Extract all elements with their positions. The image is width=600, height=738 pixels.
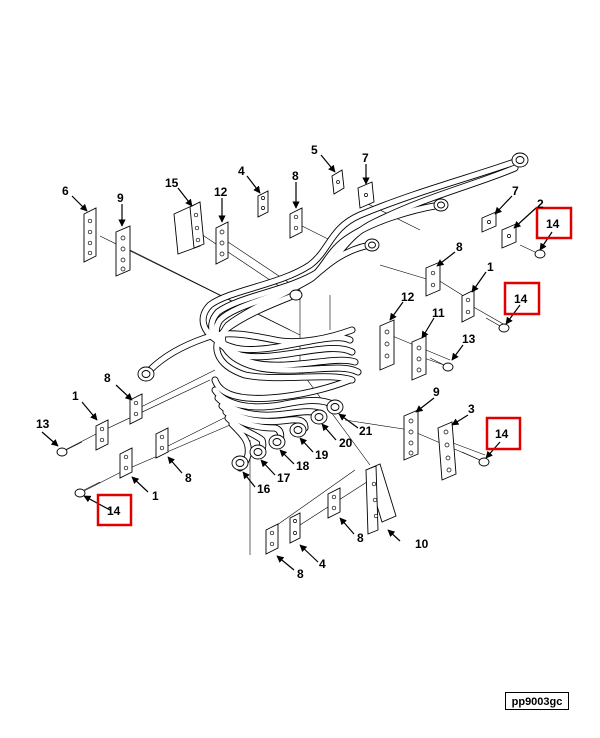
callout-8-top: 8 — [292, 169, 299, 183]
callout-12-right: 12 — [401, 290, 415, 304]
callout-12-left: 12 — [214, 185, 228, 199]
callout-1-right: 1 — [487, 260, 494, 274]
clamp-1-left-top — [95, 419, 109, 451]
callout-16: 16 — [257, 482, 271, 496]
fitting-mid — [364, 238, 380, 252]
clamp-1-right — [461, 289, 475, 323]
bracket-6 — [83, 207, 97, 263]
bolt-14-top-right — [519, 244, 546, 259]
clamp-8-left-top — [129, 393, 143, 425]
clamps — [83, 169, 517, 555]
callout-8-bottom-mid: 8 — [357, 531, 364, 545]
highlight-box-14-left — [96, 493, 133, 527]
fitting-19 — [289, 422, 307, 438]
callout-11: 11 — [432, 306, 445, 320]
callout-8-left-top: 8 — [104, 371, 111, 385]
callout-6: 6 — [62, 184, 69, 198]
fitting-left — [137, 366, 155, 382]
fitting-16 — [231, 455, 249, 471]
bolt-13-right — [429, 357, 454, 372]
clamp-12-left — [215, 221, 229, 265]
callout-4-top: 4 — [238, 164, 245, 178]
bolt-14-lower-right — [461, 451, 490, 467]
callout-7-right: 7 — [512, 184, 519, 198]
callout-19: 19 — [315, 448, 329, 462]
callout-3: 3 — [468, 402, 475, 416]
callout-1-left-top: 1 — [72, 389, 79, 403]
callout-21: 21 — [359, 424, 373, 438]
callout-9-left: 9 — [117, 191, 124, 205]
leader-lines — [41, 154, 553, 571]
clamp-9-left — [115, 225, 131, 277]
callout-15: 15 — [165, 176, 179, 190]
callout-1-left-bottom: 1 — [152, 489, 159, 503]
callout-14-upper-right: 14 — [514, 292, 528, 306]
clamp-8-bottom — [265, 523, 279, 555]
clamp-8-left-mid — [155, 427, 169, 459]
callout-5: 5 — [311, 143, 318, 157]
fasteners — [56, 244, 546, 498]
callout-4-bottom: 4 — [319, 557, 326, 571]
clamp-1-left-bottom — [119, 447, 133, 479]
bolt-14-left — [74, 481, 101, 498]
callout-13-right: 13 — [462, 332, 476, 346]
callout-9-right: 9 — [433, 385, 440, 399]
bolt-14-upper-right — [485, 317, 510, 333]
highlight-box-14-upper-right — [503, 281, 541, 316]
callout-10: 10 — [415, 537, 429, 551]
callout-8-bottom: 8 — [297, 567, 304, 581]
fitting-21 — [326, 399, 344, 415]
figure-id-label: pp9003gc — [505, 692, 569, 710]
clamp-4-bottom — [289, 512, 301, 544]
highlight-boxes — [96, 206, 573, 527]
clamp-9-right — [403, 409, 419, 461]
callout-8-right: 8 — [456, 240, 463, 254]
clamp-8-right — [425, 261, 441, 297]
fitting-18 — [268, 434, 286, 450]
clamp-2 — [501, 223, 517, 249]
clamp-4-top — [257, 190, 269, 218]
clamp-5 — [331, 169, 345, 195]
callout-8-left-mid: 8 — [185, 471, 192, 485]
clamp-8-bottom-mid — [327, 487, 341, 519]
clamp-7-right — [481, 211, 497, 233]
callout-20: 20 — [339, 436, 353, 450]
fitting-top-mid — [433, 198, 449, 212]
callout-17: 17 — [277, 471, 291, 485]
callout-13-left: 13 — [36, 417, 50, 431]
fitting-17 — [249, 444, 267, 460]
callout-14-left: 14 — [107, 504, 121, 518]
bracket-15 — [173, 201, 205, 255]
callout-7-top: 7 — [362, 151, 369, 165]
callout-14-top-right: 14 — [546, 217, 560, 231]
clamp-8-top — [289, 207, 303, 239]
highlight-box-14-top-right — [535, 206, 573, 240]
callout-2: 2 — [537, 197, 544, 211]
clamp-12-right — [379, 319, 395, 371]
bracket-3 — [437, 421, 457, 481]
callout-18: 18 — [296, 459, 310, 473]
fitting-center — [289, 289, 303, 301]
clamp-11 — [411, 335, 427, 381]
bolt-13-left — [56, 441, 83, 457]
fitting-top-right — [511, 152, 529, 168]
tube-fittings — [137, 152, 529, 471]
highlight-box-14-lower-right — [485, 416, 522, 451]
bracket-10 — [365, 463, 397, 535]
callout-labels: 6 9 15 12 4 8 5 7 7 2 14 8 1 14 12 11 13… — [36, 143, 560, 581]
fitting-20 — [310, 409, 328, 425]
callout-14-lower-right: 14 — [495, 427, 509, 441]
clamp-7-top — [357, 181, 375, 209]
